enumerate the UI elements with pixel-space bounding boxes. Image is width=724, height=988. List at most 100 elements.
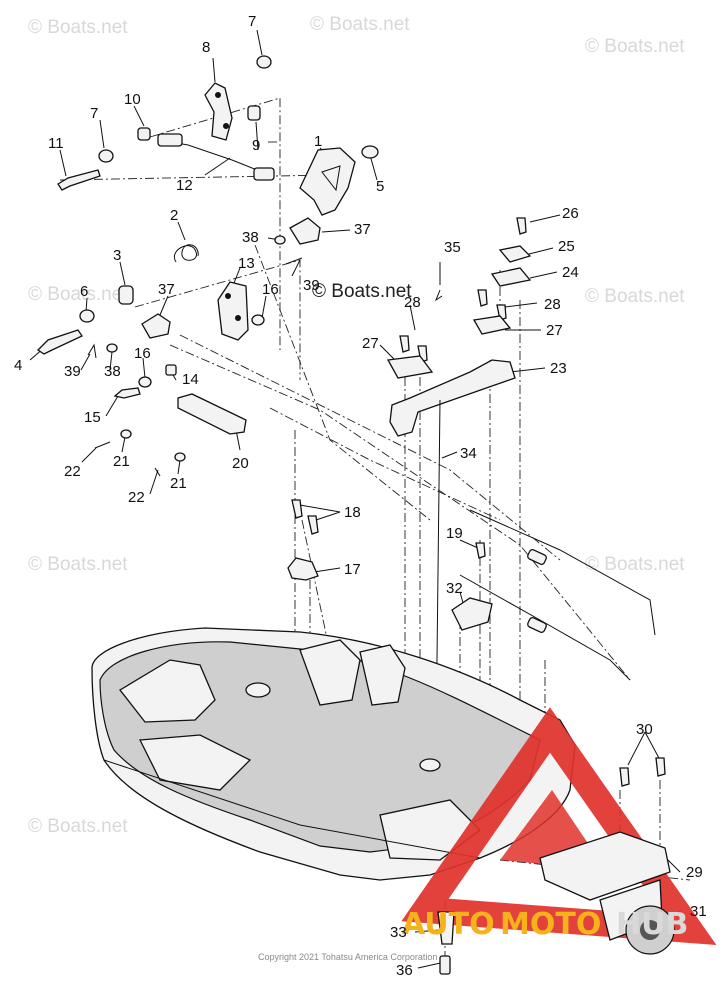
bottom-cowl xyxy=(91,627,576,881)
clip-part-38 xyxy=(274,235,286,245)
callout-13: 13 xyxy=(238,255,255,272)
parts xyxy=(36,55,656,746)
callout-38: 38 xyxy=(242,229,259,246)
washer-part-7b xyxy=(98,149,114,163)
fitting-part-33 xyxy=(437,911,455,945)
callout-27: 27 xyxy=(362,335,379,352)
bracket-part-32 xyxy=(451,597,493,631)
callout-16: 16 xyxy=(134,345,151,362)
bolt-part-26 xyxy=(516,217,527,235)
callout-8: 8 xyxy=(202,39,210,56)
cam-lever-part-1 xyxy=(299,147,356,216)
callout-22: 22 xyxy=(128,489,145,506)
watermark: © Boats.net xyxy=(585,554,685,575)
washer-part-16 xyxy=(251,314,265,326)
bolt-part-11 xyxy=(57,169,101,191)
collar-part-9 xyxy=(247,105,261,121)
callout-21: 21 xyxy=(113,453,130,470)
washer-part-5 xyxy=(361,145,379,159)
callout-34: 34 xyxy=(460,445,477,462)
bolt-part-18 xyxy=(291,499,303,519)
bracket-part-13 xyxy=(217,281,249,341)
washer-part-21 xyxy=(120,429,132,439)
clamp-part-17 xyxy=(287,557,319,581)
collar-part-14 xyxy=(165,364,177,376)
callout-5: 5 xyxy=(376,178,384,195)
callout-27: 27 xyxy=(546,322,563,339)
rod-part-12 xyxy=(157,133,183,147)
callout-10: 10 xyxy=(124,91,141,108)
copyright-text: Copyright 2021 Tohatsu America Corporati… xyxy=(258,952,437,962)
callout-37: 37 xyxy=(354,221,371,238)
bolt-part-15 xyxy=(113,387,141,399)
bushing-part-10 xyxy=(137,127,151,141)
bolt-part-4 xyxy=(36,329,83,355)
callout-39: 39 xyxy=(64,363,81,380)
callout-32: 32 xyxy=(446,580,463,597)
lever-part-20 xyxy=(177,393,247,435)
callout-33: 33 xyxy=(390,924,407,941)
callout-28: 28 xyxy=(544,296,561,313)
spring-part-2 xyxy=(173,244,199,263)
callout-9: 9 xyxy=(252,137,260,154)
callout-29: 29 xyxy=(686,864,703,881)
callout-37: 37 xyxy=(158,281,175,298)
callout-2: 2 xyxy=(170,207,178,224)
callout-38: 38 xyxy=(104,363,121,380)
callout-7: 7 xyxy=(248,13,256,30)
callout-28: 28 xyxy=(404,294,421,311)
watermark: © Boats.net xyxy=(28,816,128,837)
callout-39: 39 xyxy=(303,277,320,294)
brand-text: AUTO MOTO HUB xyxy=(402,907,688,942)
callout-24: 24 xyxy=(562,264,579,281)
callout-19: 19 xyxy=(446,525,463,542)
washer-part-7 xyxy=(256,55,272,69)
callout-31: 31 xyxy=(690,903,707,920)
plate-part-27 xyxy=(472,315,512,335)
link-arm-part-8 xyxy=(204,82,233,141)
callout-18: 18 xyxy=(344,504,361,521)
callout-22: 22 xyxy=(64,463,81,480)
watermark: © Boats.net xyxy=(28,284,128,305)
cover-part-29 xyxy=(539,831,671,901)
callout-11: 11 xyxy=(48,135,64,152)
callout-12: 12 xyxy=(176,177,193,194)
callouts: 7 8 7 10 11 9 1 5 12 2 38 37 3 13 39 37 … xyxy=(14,13,707,979)
clip-part-39 xyxy=(285,257,303,265)
callout-20: 20 xyxy=(232,455,249,472)
stud-part-37b xyxy=(141,313,171,339)
callout-6: 6 xyxy=(80,283,88,300)
callout-36: 36 xyxy=(396,962,413,979)
callout-30: 30 xyxy=(636,721,653,738)
callout-35: 35 xyxy=(444,239,461,256)
watermark: © Boats.net xyxy=(585,286,685,307)
brand-part-1: AUTO xyxy=(402,907,495,942)
callout-17: 17 xyxy=(344,561,361,578)
shift-cable xyxy=(459,574,631,681)
brand-part-3: HUB xyxy=(616,907,688,942)
bolt-part-30 xyxy=(619,767,630,787)
callout-1: 1 xyxy=(314,133,322,150)
bolt-part-28 xyxy=(477,289,488,307)
brand-part-2: MOTO xyxy=(500,907,601,942)
plate-part-25 xyxy=(498,245,532,263)
callout-3: 3 xyxy=(113,247,121,264)
callout-4: 4 xyxy=(14,357,22,374)
plate-part-24 xyxy=(490,267,532,287)
pin-part-35 xyxy=(434,289,443,302)
callout-25: 25 xyxy=(558,238,575,255)
stud-part-37 xyxy=(289,217,321,245)
callout-7: 7 xyxy=(90,105,98,122)
bolt-part-19 xyxy=(475,542,486,559)
watermark: © Boats.net xyxy=(585,36,685,57)
callout-26: 26 xyxy=(562,205,579,222)
callout-23: 23 xyxy=(550,360,567,377)
parts-lower xyxy=(437,757,675,975)
watermark: © Boats.net xyxy=(310,14,410,35)
tube-part-36 xyxy=(439,955,451,975)
watermark: © Boats.net xyxy=(28,17,128,38)
callout-15: 15 xyxy=(84,409,101,426)
watermark-center: © Boats.net xyxy=(312,281,412,302)
throttle-cable xyxy=(469,509,656,636)
